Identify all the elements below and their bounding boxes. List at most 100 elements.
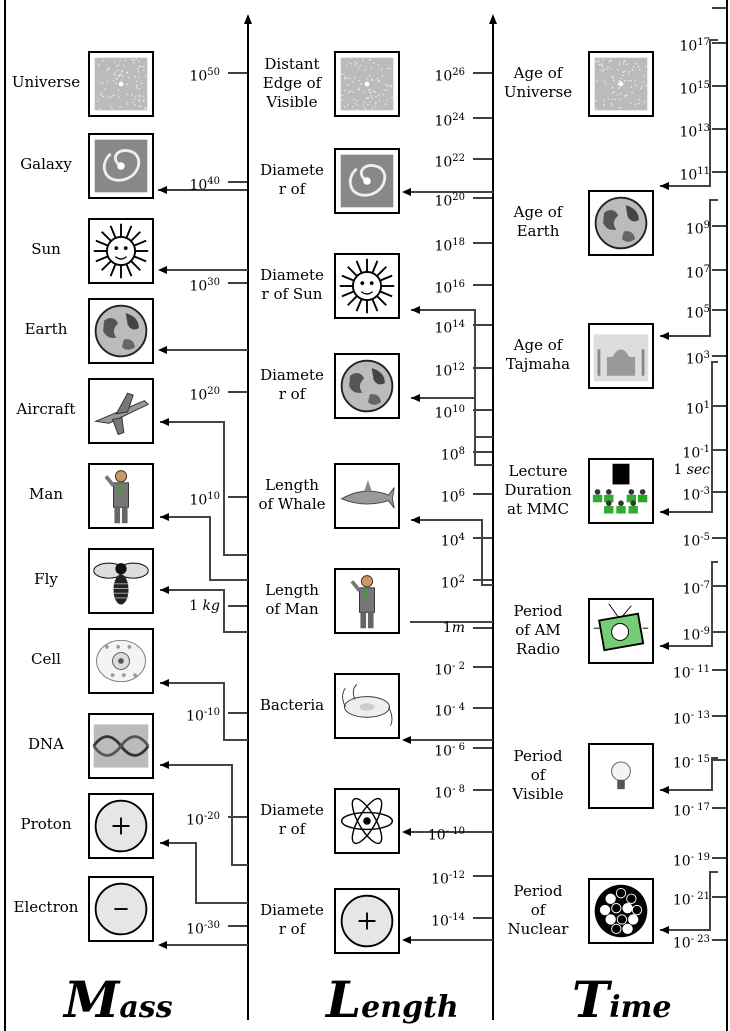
- electron-minus-icon: [88, 876, 154, 942]
- spiral-galaxy-icon: [334, 148, 400, 214]
- spiral-galaxy-icon: [88, 133, 154, 199]
- mass-tick-6: 10-10: [186, 705, 220, 725]
- time-label-6: Period of Nuclear: [496, 882, 580, 939]
- time-tick-1: 1015: [679, 78, 710, 98]
- time-label-2: Age of Tajmaha: [496, 336, 580, 374]
- length-tick-9: 108: [441, 444, 465, 464]
- time-tick-14: 10-9: [682, 624, 710, 644]
- length-tick-17: 10- 8: [434, 782, 465, 802]
- mass-label-fly: Fly: [2, 570, 90, 589]
- proton-plus-icon: [334, 888, 400, 954]
- length-tick-20: 10-14: [431, 910, 465, 930]
- mass-tick-7: 10-20: [186, 809, 220, 829]
- mass-label-proton: Proton: [2, 815, 90, 834]
- man-in-suit-icon: [334, 568, 400, 634]
- earth-globe-icon: [588, 190, 654, 256]
- mass-label-dna: DNA: [2, 735, 90, 754]
- time-tick-21: 10- 23: [673, 932, 710, 952]
- time-tick-7: 103: [686, 348, 710, 368]
- time-tick-6: 105: [686, 302, 710, 322]
- time-tick-17: 10- 15: [673, 752, 710, 772]
- length-tick-7: 1012: [434, 360, 465, 380]
- time-label-3: Lecture Duration at MMC: [496, 462, 580, 519]
- mass-label-sun: Sun: [2, 240, 90, 259]
- time-tick-12: 10-5: [682, 530, 710, 550]
- mass-tick-1: 1040: [189, 174, 220, 194]
- time-tick-4: 109: [686, 218, 710, 238]
- length-tick-4: 1018: [434, 235, 465, 255]
- length-tick-14: 10- 2: [434, 659, 465, 679]
- mass-label-man: Man: [2, 485, 90, 504]
- sun-face-icon: [334, 253, 400, 319]
- time-tick-11: 10-3: [682, 484, 710, 504]
- lecture-room-icon: [588, 458, 654, 524]
- time-tick-13: 10-7: [682, 578, 710, 598]
- taj-mahal-icon: [588, 323, 654, 389]
- mass-label-universe: Universe: [2, 73, 90, 92]
- mass-label-galaxy: Galaxy: [2, 155, 90, 174]
- time-tick-2: 1013: [679, 121, 710, 141]
- television-icon: [588, 598, 654, 664]
- length-label-7: Diamete r of: [252, 801, 332, 839]
- mass-label-aircraft: Aircraft: [2, 400, 90, 419]
- time-tick-16: 10- 13: [673, 708, 710, 728]
- mass-label-earth: Earth: [2, 320, 90, 339]
- length-tick-19: 10-12: [431, 868, 465, 888]
- dna-helix-icon: [88, 713, 154, 779]
- fly-insect-icon: [88, 548, 154, 614]
- galaxy-noise-icon: [88, 51, 154, 117]
- title-length-initial: L: [326, 970, 361, 1029]
- title-mass: Mass: [64, 970, 173, 1029]
- length-label-3: Diamete r of: [252, 366, 332, 404]
- length-label-5: Length of Man: [252, 581, 332, 619]
- time-label-0: Age of Universe: [496, 64, 580, 102]
- time-label-4: Period of AM Radio: [496, 602, 580, 659]
- galaxy-noise-icon: [588, 51, 654, 117]
- mass-tick-4: 1010: [189, 489, 220, 509]
- mass-label-electron: Electron: [2, 898, 90, 917]
- length-tick-5: 1016: [434, 277, 465, 297]
- atom-icon: [334, 788, 400, 854]
- title-mass-initial: M: [64, 970, 119, 1029]
- title-length-rest: ength: [361, 990, 459, 1025]
- time-label-5: Period of Visible: [496, 747, 580, 804]
- galaxy-noise-icon: [334, 51, 400, 117]
- length-tick-3: 1020: [434, 190, 465, 210]
- length-label-8: Diamete r of: [252, 901, 332, 939]
- mass-label-cell: Cell: [2, 650, 90, 669]
- length-tick-11: 104: [441, 530, 465, 550]
- jet-aircraft-icon: [88, 378, 154, 444]
- mass-tick-2: 1030: [189, 275, 220, 295]
- length-label-2: Diamete r of Sun: [252, 266, 332, 304]
- length-label-4: Length of Whale: [252, 476, 332, 514]
- proton-plus-icon: [88, 793, 154, 859]
- title-mass-rest: ass: [119, 990, 172, 1025]
- length-label-0: Distant Edge of Visible: [252, 55, 332, 112]
- length-label-6: Bacteria: [252, 696, 332, 715]
- length-tick-16: 10- 6: [434, 740, 465, 760]
- title-time-initial: T: [572, 970, 609, 1029]
- time-tick-15: 10- 11: [673, 662, 710, 682]
- length-tick-1: 1024: [434, 110, 465, 130]
- bacteria-icon: [334, 673, 400, 739]
- length-label-1: Diamete r of: [252, 161, 332, 199]
- mass-tick-3: 1020: [189, 384, 220, 404]
- title-time: Time: [572, 970, 671, 1029]
- length-tick-12: 102: [441, 572, 465, 592]
- light-bulb-icon: [588, 743, 654, 809]
- length-tick-6: 1014: [434, 317, 465, 337]
- length-tick-10: 106: [441, 486, 465, 506]
- length-tick-18: 10- 10: [428, 824, 465, 844]
- time-tick-8: 101: [686, 398, 710, 418]
- title-time-rest: ime: [609, 990, 671, 1025]
- length-tick-15: 10- 4: [434, 700, 465, 720]
- time-tick-20: 10- 21: [673, 889, 710, 909]
- earth-globe-icon: [334, 353, 400, 419]
- time-tick-5: 107: [686, 262, 710, 282]
- time-tick-18: 10- 17: [673, 800, 710, 820]
- length-tick-13: 1m: [443, 620, 465, 636]
- sun-face-icon: [88, 218, 154, 284]
- time-tick-3: 1011: [679, 164, 710, 184]
- time-label-1: Age of Earth: [496, 203, 580, 241]
